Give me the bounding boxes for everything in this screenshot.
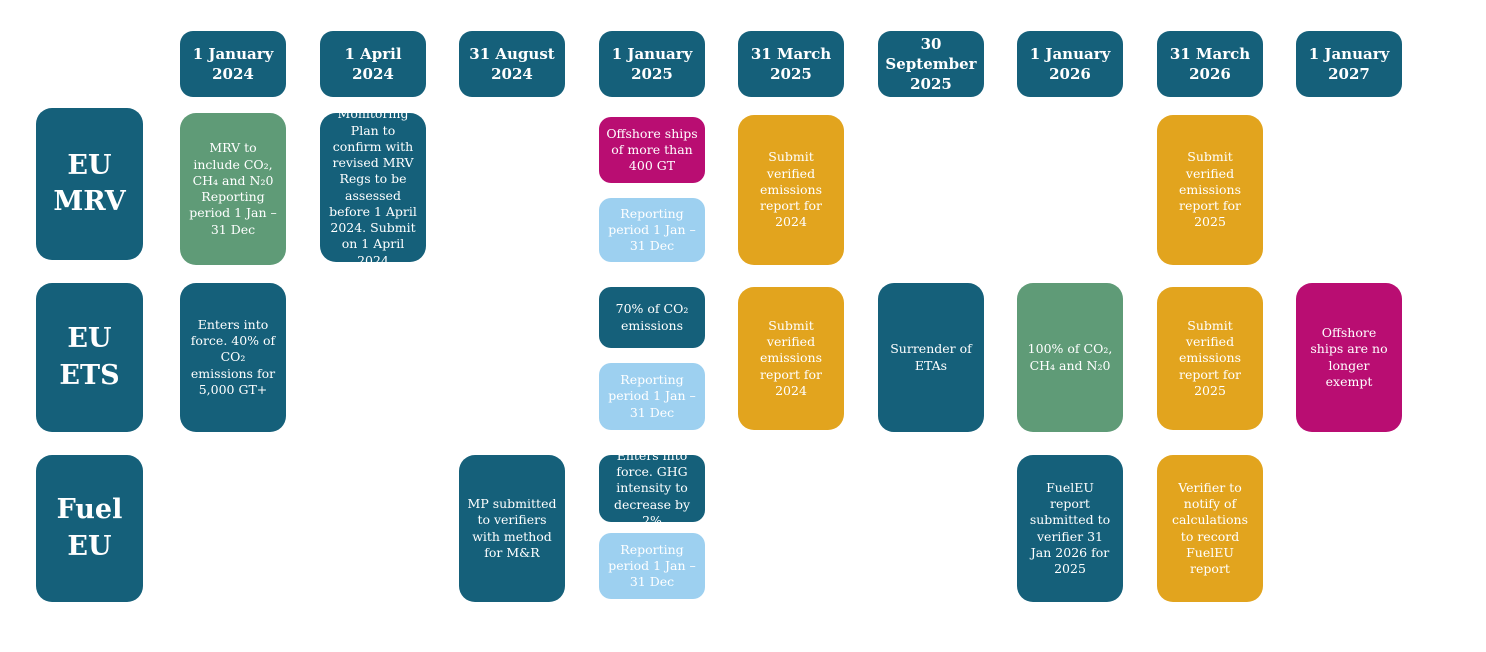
box-fueleu-jan2025-reporting-period: Reporting period 1 Jan – 31 Dec <box>599 533 705 599</box>
column-header-31-august-2024: 31 August 2024 <box>459 31 565 97</box>
box-mrv-mar2026-submit-report: Submit verified emissions report for 202… <box>1157 115 1263 265</box>
column-header-1-january-2024: 1 January 2024 <box>180 31 286 97</box>
column-header-30-september-2025: 30 September 2025 <box>878 31 984 97</box>
column-header-1-january-2025: 1 January 2025 <box>599 31 705 97</box>
box-fueleu-jan2025-enters-into-force: Enters into force. GHG intensity to decr… <box>599 448 705 528</box>
box-mrv-jan2024-scope: MRV to include CO₂, CH₄ and N₂0 Reportin… <box>180 113 286 265</box>
box-fueleu-aug2024-mp-submitted: MP submitted to verifiers with method fo… <box>459 455 565 602</box>
column-header-31-march-2026: 31 March 2026 <box>1157 31 1263 97</box>
box-mrv-mar2025-submit-report: Submit verified emissions report for 202… <box>738 115 844 265</box>
box-fueleu-mar2026-verifier-notify: Verifier to notify of calculations to re… <box>1157 455 1263 602</box>
box-mrv-jan2025-reporting-period: Reporting period 1 Jan – 31 Dec <box>599 198 705 262</box>
box-ets-jan2024-enters-into-force: Enters into force. 40% of CO₂ emissions … <box>180 283 286 432</box>
box-mrv-apr2024-monitoring-plan: Monitoring Plan to confirm with revised … <box>320 106 426 268</box>
box-fueleu-jan2026-report-submitted: FuelEU report submitted to verifier 31 J… <box>1017 455 1123 602</box>
row-header-eu-mrv: EU MRV <box>36 108 143 260</box>
column-header-1-january-2026: 1 January 2026 <box>1017 31 1123 97</box>
box-ets-jan2025-70-percent: 70% of CO₂ emissions <box>599 287 705 348</box>
box-ets-jan2027-offshore-exempt: Offshore ships are no longer exempt <box>1296 283 1402 432</box>
row-header-eu-ets: EU ETS <box>36 283 143 432</box>
box-ets-sep2025-surrender-etas: Surrender of ETAs <box>878 283 984 432</box>
box-ets-jan2025-reporting-period: Reporting period 1 Jan – 31 Dec <box>599 363 705 430</box>
box-ets-mar2026-submit-report: Submit verified emissions report for 202… <box>1157 287 1263 430</box>
row-header-fuel-eu: Fuel EU <box>36 455 143 602</box>
column-header-1-january-2027: 1 January 2027 <box>1296 31 1402 97</box>
column-header-1-april-2024: 1 April 2024 <box>320 31 426 97</box>
column-header-31-march-2025: 31 March 2025 <box>738 31 844 97</box>
box-ets-mar2025-submit-report: Submit verified emissions report for 202… <box>738 287 844 430</box>
box-ets-jan2026-100-percent: 100% of CO₂, CH₄ and N₂0 <box>1017 283 1123 432</box>
box-mrv-jan2025-offshore-ships: Offshore ships of more than 400 GT <box>599 117 705 183</box>
